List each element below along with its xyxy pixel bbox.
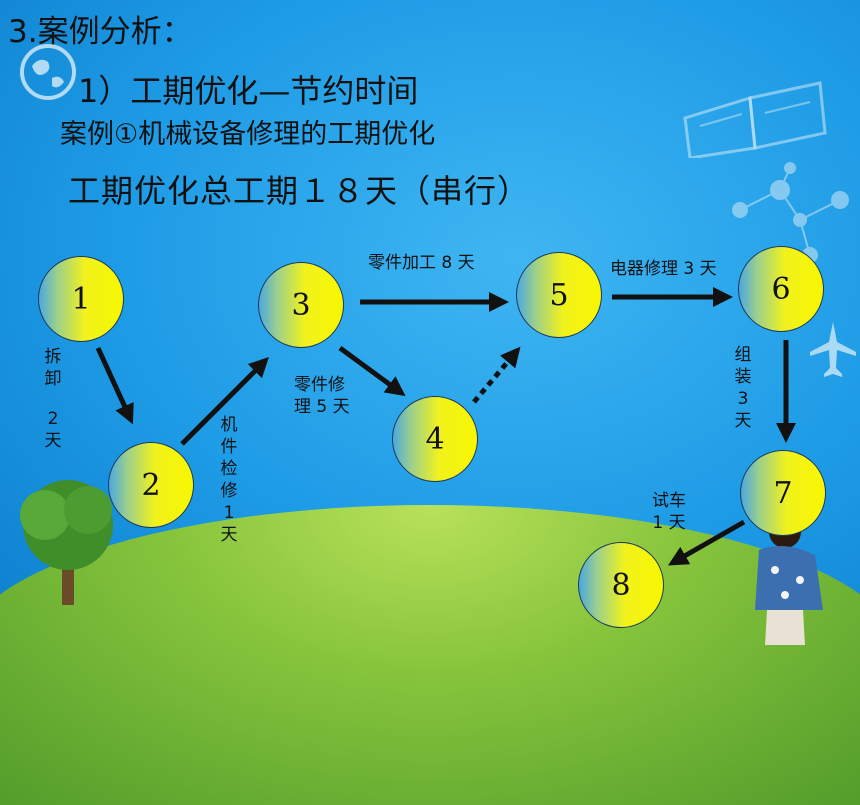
molecule-icon bbox=[732, 162, 849, 263]
tree-icon bbox=[20, 480, 113, 605]
airplane-icon bbox=[810, 322, 856, 377]
label-6-7: 组 装 3 天 bbox=[734, 345, 752, 431]
book-icon bbox=[683, 81, 827, 158]
label-3-4: 零件修 理 5 天 bbox=[294, 375, 350, 417]
arrow-7-8 bbox=[667, 519, 746, 566]
node-1: 1 bbox=[38, 256, 124, 342]
arrow-2-3 bbox=[180, 357, 269, 446]
total-duration: 工期优化总工期１８天（串行） bbox=[68, 172, 531, 210]
node-4: 4 bbox=[392, 396, 478, 482]
arrow-1-2 bbox=[95, 346, 134, 425]
arrow-3-4 bbox=[338, 345, 406, 397]
label-2-3: 机 件 检 修 1 天 bbox=[220, 415, 238, 545]
node-6: 6 bbox=[738, 246, 824, 332]
network-arrows bbox=[95, 287, 796, 566]
label-5-6: 电器修理 3 天 bbox=[610, 259, 717, 279]
node-7: 7 bbox=[740, 450, 826, 536]
node-3: 3 bbox=[258, 262, 344, 348]
case-title: 案例①机械设备修理的工期优化 bbox=[60, 119, 436, 150]
arrow-4-5-dummy bbox=[472, 346, 521, 404]
node-8: 8 bbox=[578, 542, 664, 628]
node-5: 5 bbox=[516, 252, 602, 338]
node-2: 2 bbox=[108, 442, 194, 528]
globe-icon bbox=[20, 44, 76, 100]
label-1-2: 拆 卸 2 天 bbox=[44, 347, 62, 451]
slide-subtitle: 1）工期优化—节约时间 bbox=[78, 72, 419, 110]
label-3-5: 零件加工 8 天 bbox=[368, 253, 475, 273]
slide-title: 3.案例分析： bbox=[8, 14, 193, 50]
label-7-8: 试车 1 天 bbox=[652, 491, 686, 533]
